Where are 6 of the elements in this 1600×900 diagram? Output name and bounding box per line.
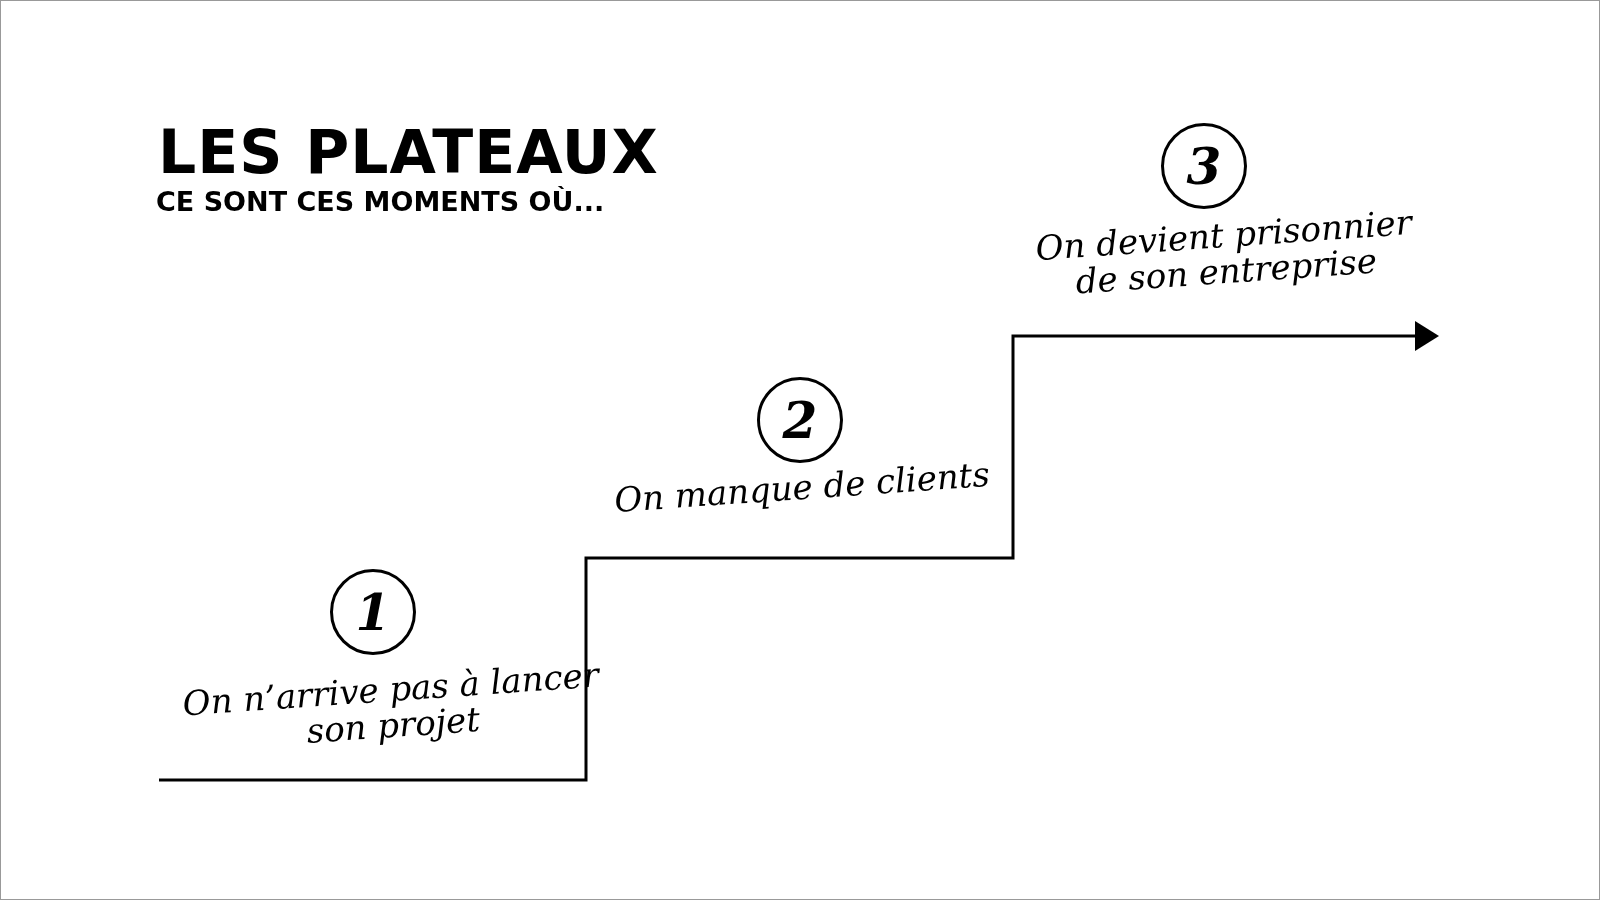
subtitle: CE SONT CES MOMENTS OÙ... [156, 188, 605, 215]
number-circle: 3 [1161, 123, 1247, 209]
number-circle: 1 [330, 569, 416, 655]
title: LES PLATEAUX [158, 122, 659, 182]
step-caption: On n’arrive pas à lancer son projet [180, 657, 602, 753]
number-circle: 2 [757, 377, 843, 463]
